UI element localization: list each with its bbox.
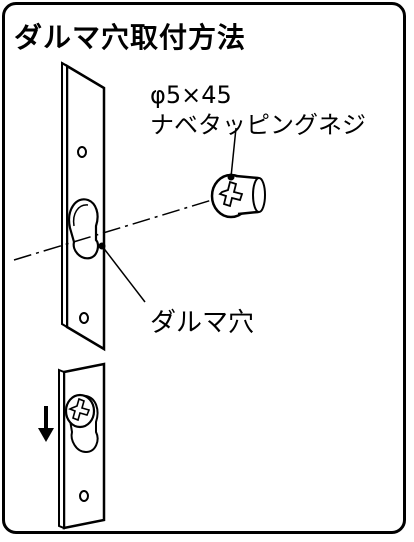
keyhole-leader-line — [101, 245, 146, 303]
axis-line — [13, 199, 213, 261]
screw-spec: φ5×45 ナベタッピングネジ — [150, 80, 366, 140]
down-arrow-icon — [38, 406, 54, 442]
screw-leader-line — [230, 127, 237, 178]
mounting-plate-bottom — [58, 362, 106, 530]
keyhole — [68, 198, 100, 260]
screw — [210, 173, 266, 219]
screw-hole-top — [77, 146, 87, 158]
diagram-title: ダルマ穴取付方法 — [14, 21, 247, 54]
screw-size-label: φ5×45 — [150, 81, 232, 109]
keyhole-label: ダルマ穴 — [150, 308, 255, 338]
screw-hole-lower — [79, 490, 89, 502]
mounting-plate-top — [61, 61, 106, 352]
screw-hole-bottom — [79, 312, 89, 324]
screw-type-label: ナベタッピングネジ — [150, 111, 366, 139]
